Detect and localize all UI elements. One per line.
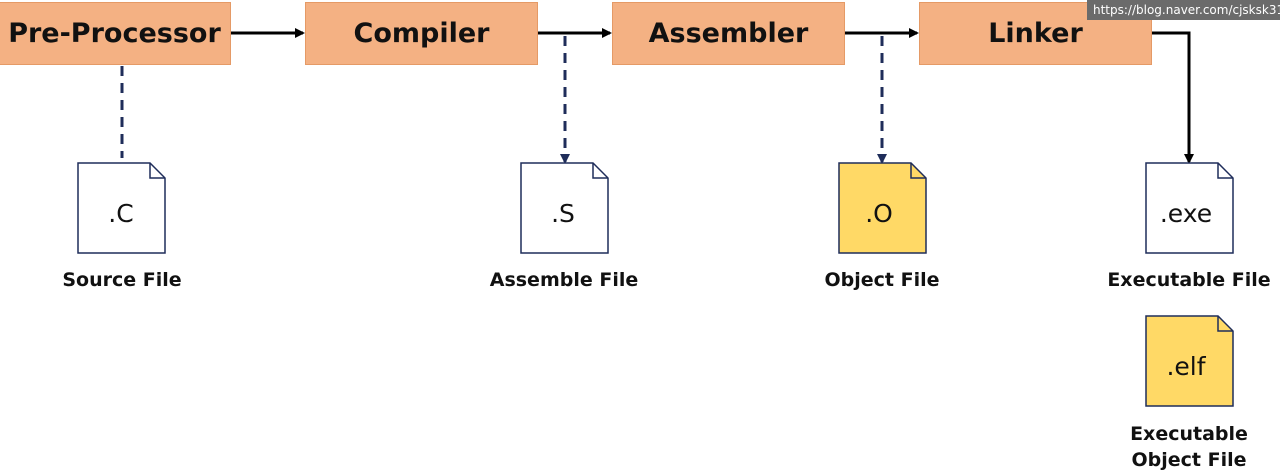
- stage-linker: Linker: [919, 2, 1152, 65]
- stage-preprocessor: Pre-Processor: [0, 2, 231, 65]
- object-file-label: Object File: [824, 269, 940, 291]
- elf-file-ext: .elf: [1166, 352, 1206, 381]
- stage-assembler: Assembler: [612, 2, 845, 65]
- object-file-ext: .O: [865, 199, 893, 228]
- assemble-file-label: Assemble File: [489, 269, 639, 291]
- executable-file-icon: .exe: [1145, 162, 1234, 254]
- assemble-file-ext: .S: [551, 199, 575, 228]
- assemble-file-icon: .S: [520, 162, 609, 254]
- source-file-label: Source File: [62, 269, 182, 291]
- elf-file-icon: .elf: [1145, 315, 1234, 407]
- arrow-linker-to-executable: [1152, 31, 1194, 164]
- executable-file-ext: .exe: [1160, 199, 1212, 228]
- executable-file-label: Executable File: [1107, 269, 1271, 291]
- stage-compiler: Compiler: [305, 2, 538, 65]
- source-file-icon: .C: [77, 162, 166, 254]
- object-file-icon: .O: [838, 162, 927, 254]
- watermark-url: https://blog.naver.com/cjsksk3113: [1087, 0, 1280, 20]
- elf-file-label: Executable Object File: [1130, 423, 1248, 471]
- source-file-ext: .C: [108, 199, 133, 228]
